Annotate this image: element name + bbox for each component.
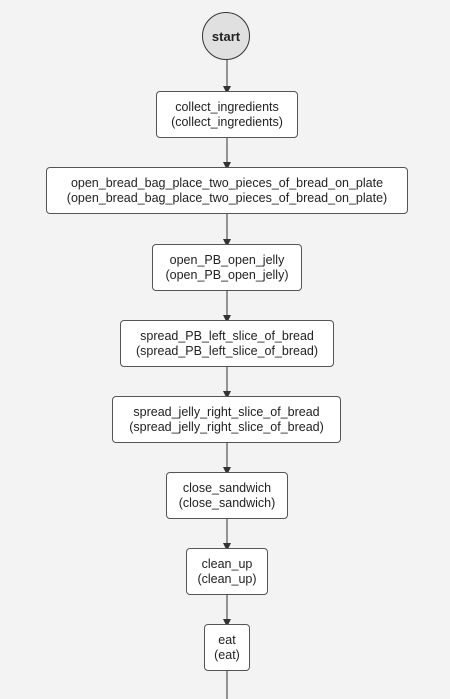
step-node-id: (spread_jelly_right_slice_of_bread) — [129, 419, 324, 434]
step-node-id: (open_bread_bag_place_two_pieces_of_brea… — [66, 190, 388, 205]
step-node-id: (open_PB_open_jelly) — [165, 267, 289, 282]
step-node-id: (collect_ingredients) — [171, 114, 283, 129]
start-node-label: start — [211, 28, 241, 44]
step-node-open-bread-bag[interactable]: open_bread_bag_place_two_pieces_of_bread… — [46, 167, 408, 214]
step-node-id: (spread_PB_left_slice_of_bread) — [135, 343, 319, 358]
step-node-name: clean_up — [201, 556, 253, 571]
step-node-close-sandwich[interactable]: close_sandwich (close_sandwich) — [166, 472, 288, 519]
step-node-spread-pb-left[interactable]: spread_PB_left_slice_of_bread (spread_PB… — [120, 320, 334, 367]
step-node-name: open_bread_bag_place_two_pieces_of_bread… — [70, 175, 384, 190]
step-node-name: close_sandwich — [182, 480, 272, 495]
step-node-open-pb-open-jelly[interactable]: open_PB_open_jelly (open_PB_open_jelly) — [152, 244, 302, 291]
step-node-id: (eat) — [214, 647, 240, 662]
step-node-name: spread_PB_left_slice_of_bread — [140, 328, 314, 343]
step-node-name: open_PB_open_jelly — [169, 252, 285, 267]
step-node-id: (clean_up) — [197, 571, 257, 586]
step-node-spread-jelly-right[interactable]: spread_jelly_right_slice_of_bread (sprea… — [112, 396, 341, 443]
step-node-collect-ingredients[interactable]: collect_ingredients (collect_ingredients… — [156, 91, 298, 138]
step-node-name: eat — [218, 632, 236, 647]
step-node-eat[interactable]: eat (eat) — [204, 624, 250, 671]
step-node-name: spread_jelly_right_slice_of_bread — [133, 404, 320, 419]
step-node-id: (close_sandwich) — [178, 495, 276, 510]
step-node-name: collect_ingredients — [175, 99, 279, 114]
start-node[interactable]: start — [202, 12, 250, 60]
step-node-clean-up[interactable]: clean_up (clean_up) — [186, 548, 268, 595]
